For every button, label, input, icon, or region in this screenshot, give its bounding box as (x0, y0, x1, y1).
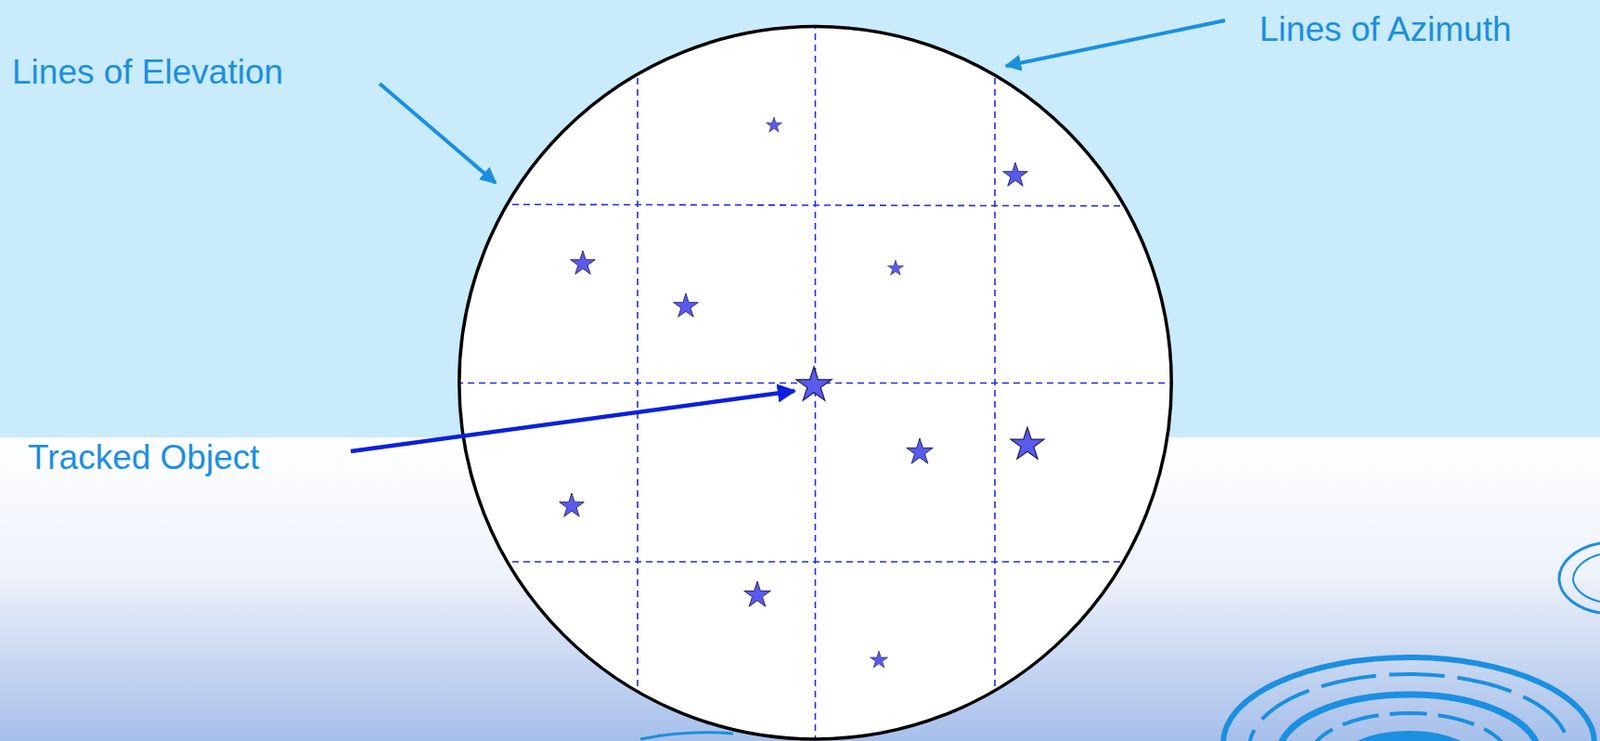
callout-label: Lines of Azimuth (1259, 10, 1511, 51)
leader-arrow (1006, 20, 1226, 66)
grid-lines (445, 0, 1188, 741)
field-of-view (459, 26, 1172, 739)
leader-arrow (379, 83, 496, 183)
stars (559, 116, 1045, 668)
field-outline (459, 26, 1172, 739)
callout-label: Tracked Object (27, 438, 260, 478)
callout-label: Lines of Elevation (12, 52, 284, 93)
leader-arrow (350, 390, 795, 452)
